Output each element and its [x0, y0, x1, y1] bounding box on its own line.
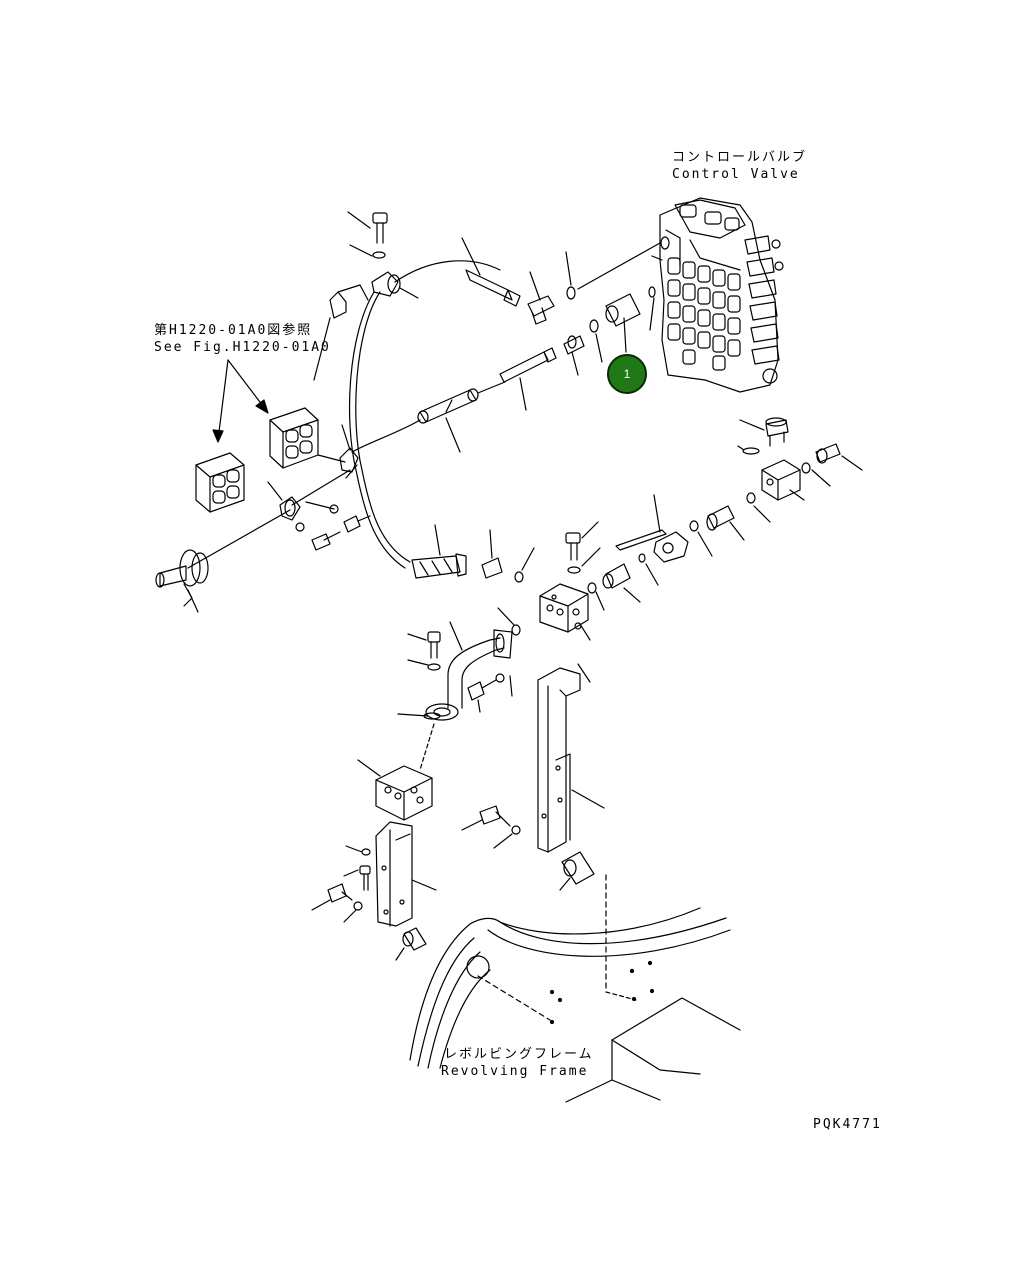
- upper-hose-assembly: [314, 212, 660, 568]
- parts-callout-badge[interactable]: 1: [607, 354, 647, 394]
- lower-hose-and-block: [412, 522, 658, 640]
- control-valve-label-en: Control Valve: [672, 167, 800, 182]
- middle-hose-assembly: [352, 287, 655, 452]
- revolving-frame-label-en: Revolving Frame: [441, 1064, 589, 1079]
- supply-pipe-assembly: [358, 622, 512, 820]
- reference-figure-label-en: See Fig.H1220-01A0: [154, 340, 331, 355]
- callout-number: 1: [623, 367, 631, 381]
- hose-clamp-blocks: [156, 360, 370, 612]
- mounting-brackets: [312, 664, 604, 960]
- control-valve: [652, 198, 783, 392]
- revolving-frame-label-jp: レボルビングフレーム: [444, 1047, 594, 1062]
- control-valve-label-jp: コントロールバルブ: [672, 150, 808, 165]
- revolving-frame: [410, 875, 740, 1102]
- drawing-code: PQK4771: [813, 1117, 882, 1132]
- right-valve-assembly: [616, 418, 862, 562]
- reference-figure-label-jp: 第H1220-01A0図参照: [154, 323, 313, 338]
